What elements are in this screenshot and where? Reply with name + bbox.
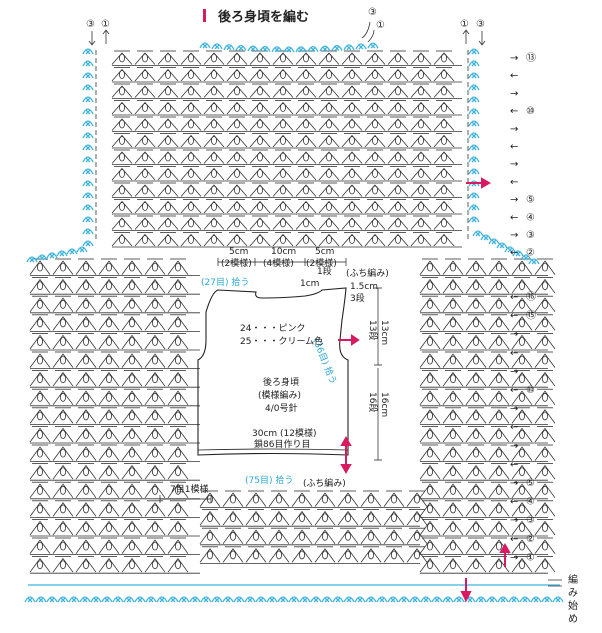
row-direction-arrow: ← (510, 497, 518, 508)
row-direction-arrow: → (510, 53, 518, 64)
stitch-grid (29, 50, 556, 574)
hem-pickup: (75目) 拾う (245, 474, 293, 486)
row-direction-arrow: → (510, 230, 518, 241)
edge-label-bottom: (ふち編み) (303, 477, 346, 489)
start-label-char: み (568, 588, 578, 599)
row-direction-arrow: ← (510, 106, 518, 117)
row-number: ③ (526, 230, 535, 241)
row-direction-arrow: → (510, 404, 518, 415)
row-direction-arrow: → (510, 515, 518, 526)
row-direction-arrow: ← (510, 459, 518, 470)
top-left-label-3: ③ (86, 19, 95, 30)
dim-left-note: (2模様) (221, 257, 252, 269)
row-number: ① (526, 552, 535, 563)
row-direction-arrow: → (510, 366, 518, 377)
row-direction-arrow: → (510, 124, 518, 135)
chart-title: 後ろ身頃を編む (218, 9, 309, 25)
yarn-color-1: 24・・・ピンク (240, 323, 305, 334)
row-direction-arrow: ← (510, 71, 518, 82)
start-label-char: 始 (568, 599, 578, 612)
row-number: ② (526, 534, 535, 545)
top-labels: ③ ① ③ ① ① ③ (86, 7, 486, 46)
hem-red-arrow (340, 435, 352, 475)
row-direction-arrow: ← (510, 292, 518, 303)
body-pattern: (模様編み) (258, 389, 301, 401)
chain-count: 鎖86目作り目 (254, 438, 310, 450)
row-direction-arrow: → (510, 88, 518, 99)
neck-rows: 1段 (317, 265, 332, 277)
row-direction-arrow: ← (510, 142, 518, 153)
row14-red-arrow (466, 177, 492, 189)
top-right-label-1: ① (460, 19, 469, 30)
row-number: ③ (526, 515, 535, 526)
row-number: ② (526, 248, 535, 259)
top-right-label-3: ③ (476, 19, 485, 30)
neck-pickup: (27目) 拾う (201, 276, 249, 288)
body-name: 後ろ身頃 (263, 376, 299, 388)
row-number: ⑩ (526, 385, 535, 396)
schematic: 5cm (2模様) 10cm (4模様) 5cm (2模様) (27目) 拾う … (197, 247, 389, 489)
top-left-label-1: ① (101, 19, 110, 30)
start-label-char: 編 (568, 573, 578, 586)
row-number: ⑩ (526, 106, 535, 117)
row-direction-arrow: → (510, 552, 518, 563)
dim-right: 5cm (315, 247, 334, 257)
row-direction-arrow: → (510, 159, 518, 170)
row-number: ④ (526, 212, 535, 223)
dim-right-note: (2模様) (306, 257, 337, 269)
edge-rows: 3段 (350, 292, 365, 304)
row-direction-arrow: ← (510, 177, 518, 188)
row-direction-arrow: → (510, 478, 518, 489)
top-center-label-3: ③ (368, 7, 377, 18)
row-direction-arrow: ← (510, 248, 518, 259)
row-direction-arrow: ← (510, 311, 518, 322)
border-edging (24, 42, 564, 603)
row-direction-arrow: ← (510, 212, 518, 223)
yarn-color-2: 25・・・クリーム色 (240, 335, 323, 347)
top-center-label-1: ① (376, 20, 385, 31)
armhole-rows: 13段 (367, 320, 379, 340)
dim-left: 5cm (229, 247, 248, 257)
row-direction-arrow: → (510, 329, 518, 340)
armhole-red-arrow (338, 334, 360, 346)
needle: 4/0号針 (265, 402, 298, 414)
side-height: 16cm (379, 392, 389, 417)
dim-center-note: (4模様) (263, 257, 294, 269)
start-label-char: め (568, 613, 578, 625)
row-number: ⑯ (526, 291, 536, 303)
row-direction-arrow: → (510, 195, 518, 206)
neck-height: 1cm (300, 279, 319, 289)
row-number: ④ (526, 497, 535, 508)
title-mark (203, 9, 206, 22)
repeat-label: 7目1模様 (170, 483, 208, 495)
row-number: ⑬ (526, 52, 536, 64)
row-direction-arrow: ← (510, 534, 518, 545)
start-red-arrow-up (499, 542, 511, 567)
side-rows: 16段 (367, 392, 379, 412)
body-outline (197, 287, 349, 456)
row-direction-arrow: ← (510, 348, 518, 359)
row-direction-arrow: ← (510, 385, 518, 396)
row-number: ⑤ (526, 195, 535, 206)
dim-center: 10cm (271, 247, 296, 257)
body-width: 30cm (12模様) (252, 427, 317, 439)
row-direction-arrow: → (510, 441, 518, 452)
row-number: ⑮ (526, 310, 536, 322)
row-number: ⑤ (526, 478, 535, 489)
start-red-arrow-down (460, 578, 472, 603)
row-labels: → ⑬ ← → ← ⑩ → ← → ← → ⑤ ← ④ → ③ ← ② ← ⑯ ← ⑮ → ← → ← ⑩ → ← → ← → ⑤ ← ④ → ③ ← ② →… (510, 52, 578, 625)
row-direction-arrow: ← (510, 422, 518, 433)
armhole-height: 13cm (379, 320, 389, 345)
edge-label-top: (ふち編み) (346, 267, 389, 279)
edge-height: 1.5cm (350, 282, 378, 292)
